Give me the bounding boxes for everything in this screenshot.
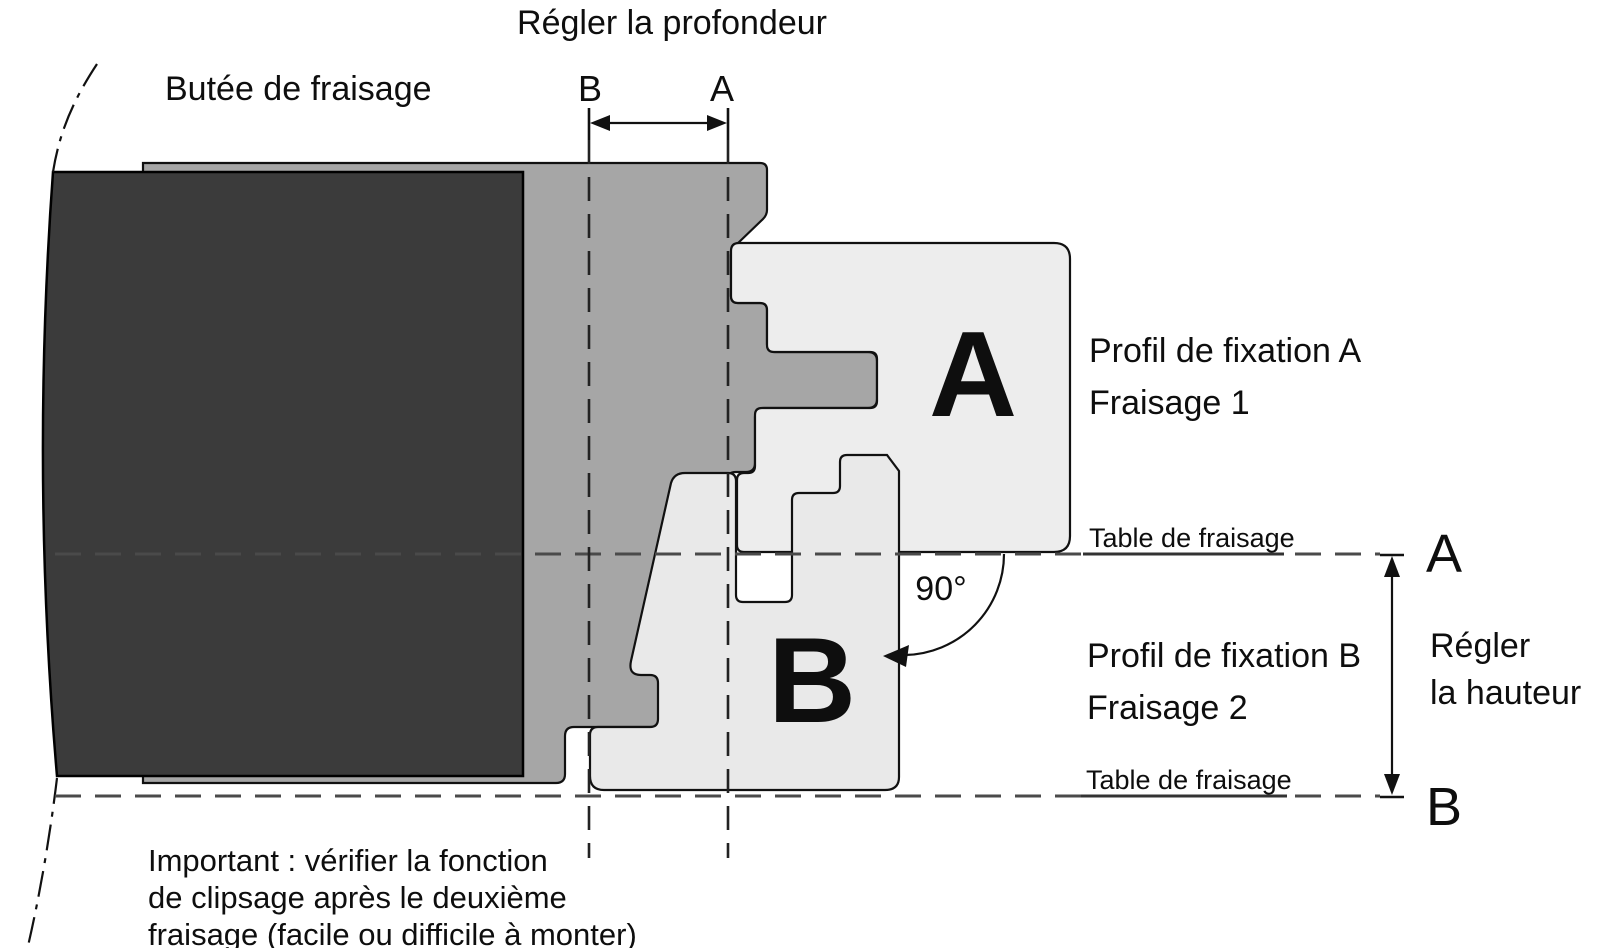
profile-a-label-line1: Profil de fixation A (1089, 332, 1361, 370)
profile-a-shape (729, 241, 1072, 554)
note-line3: fraisage (facile ou difficile à monter) (148, 917, 637, 948)
angle-label: 90° (915, 570, 966, 608)
height-arrow-bottom-head (1384, 774, 1400, 795)
note-line2: de clipsage après le deuxième (148, 880, 567, 915)
table-label-top: Table de fraisage (1089, 523, 1295, 553)
break-line-bottom (26, 777, 59, 947)
stop-block (41, 170, 525, 778)
angle-arc (904, 553, 1006, 657)
profile-b-shape (588, 453, 901, 792)
profile-a-letter: A (929, 306, 1017, 442)
height-marker-b: B (1426, 777, 1462, 837)
height-marker-a: A (1426, 524, 1462, 584)
profile-b-label-line2: Fraisage 2 (1087, 689, 1248, 727)
table-label-bottom: Table de fraisage (1086, 765, 1292, 795)
profile-b-letter: B (768, 612, 856, 748)
stop-label: Butée de fraisage (165, 70, 432, 108)
depth-arrow-right-head (707, 115, 727, 131)
depth-marker-a: A (710, 68, 734, 109)
break-line-top (51, 63, 98, 173)
height-label-line2: la hauteur (1430, 674, 1581, 712)
depth-arrow-left-head (590, 115, 610, 131)
angle-arc-arrowhead (883, 645, 909, 667)
height-arrow-top-head (1384, 556, 1400, 577)
profile-a-label-line2: Fraisage 1 (1089, 384, 1250, 422)
depth-marker-b: B (578, 68, 602, 109)
height-label-line1: Régler (1430, 627, 1530, 665)
note-line1: Important : vérifier la fonction (148, 843, 548, 878)
diagram-title: Régler la profondeur (517, 4, 827, 42)
profile-b-label-line1: Profil de fixation B (1087, 637, 1361, 675)
